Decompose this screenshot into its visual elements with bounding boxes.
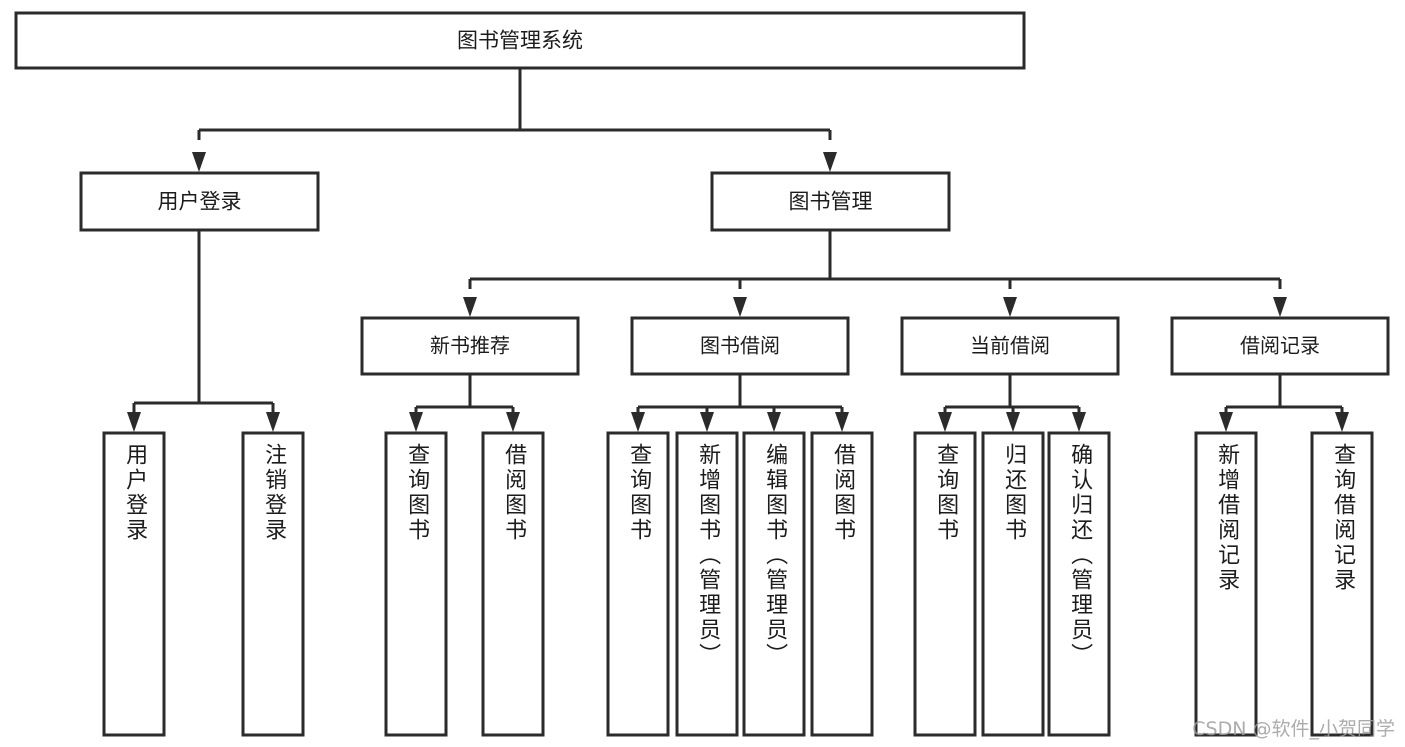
arrow-root-1 [823,152,837,172]
arrow-book-manage-2 [1003,297,1017,317]
node-box-leaf-logout[interactable] [241,431,305,737]
node-box-borrow-record[interactable] [1170,316,1390,376]
node-label-book-borrow: 图书借阅 [700,334,780,358]
csdn-watermark: CSDN @软件_小贺同学 [1192,718,1395,740]
arrow-book-manage-0 [463,297,477,317]
node-box-new-book-recommend[interactable] [360,316,580,376]
node-box-leaf-add-book[interactable] [675,431,739,737]
arrow-group-2-2 [1072,412,1086,432]
arrow-group-0-1 [506,412,520,432]
node-label-book-manage: 图书管理 [789,190,873,214]
arrow-group-1-1 [700,412,714,432]
node-box-leaf-query-book-cur[interactable] [913,431,977,737]
arrow-user-login-1 [266,412,280,432]
node-label-new-book-recommend: 新书推荐 [430,334,510,358]
node-box-current-borrow[interactable] [900,316,1120,376]
node-box-book-manage[interactable] [710,171,951,232]
node-label-current-borrow: 当前借阅 [970,334,1050,358]
node-box-leaf-return-book[interactable] [981,431,1045,737]
node-box-leaf-borrow-book[interactable] [810,431,874,737]
node-box-user-login[interactable] [79,171,320,232]
arrow-group-1-0 [631,412,645,432]
node-box-leaf-user-login[interactable] [102,431,166,737]
arrow-user-login-0 [127,412,141,432]
node-box-leaf-query-record[interactable] [1310,431,1374,737]
arrow-group-1-3 [835,412,849,432]
node-box-book-borrow[interactable] [630,316,850,376]
connector-layer [127,68,1349,432]
node-box-leaf-borrow-book-new[interactable] [481,431,545,737]
node-box-leaf-add-record[interactable] [1194,431,1258,737]
arrow-group-3-0 [1219,412,1233,432]
arrow-book-manage-3 [1273,297,1287,317]
arrow-group-3-1 [1335,412,1349,432]
arrow-group-1-2 [767,412,781,432]
node-box-leaf-edit-book[interactable] [742,431,806,737]
arrow-book-manage-1 [733,297,747,317]
arrow-group-0-0 [409,412,423,432]
node-box-leaf-query-book-new[interactable] [384,431,448,737]
node-box-root[interactable] [14,11,1026,70]
arrow-group-2-1 [1006,412,1020,432]
node-label-user-login: 用户登录 [158,190,242,214]
arrow-group-2-0 [938,412,952,432]
arrow-root-0 [192,152,206,172]
node-box-layer [14,11,1390,737]
node-label-root: 图书管理系统 [457,29,583,53]
node-box-leaf-confirm-return[interactable] [1047,431,1111,737]
node-label-borrow-record: 借阅记录 [1240,334,1320,358]
node-box-leaf-query-book[interactable] [606,431,670,737]
